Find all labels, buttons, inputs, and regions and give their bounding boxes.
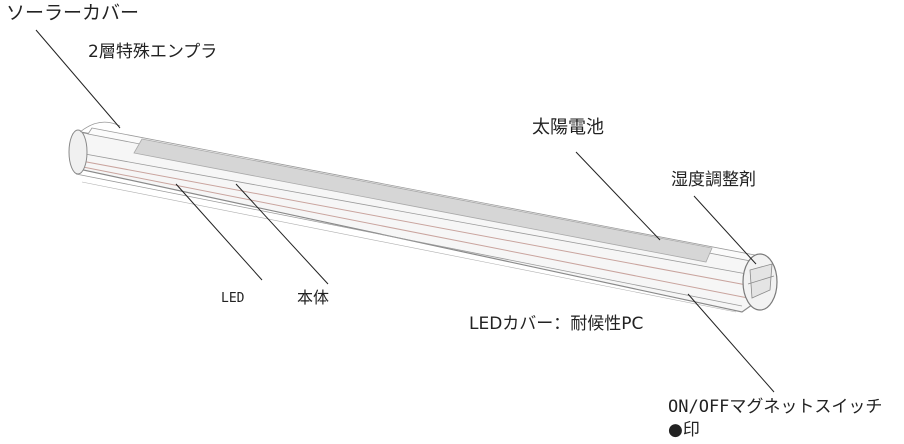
led-cover-label: LEDカバー：耐候性PC: [469, 314, 644, 334]
solar-cover-label: ソーラーカバー: [6, 2, 140, 24]
leader-led: [175, 183, 263, 281]
body-line-3: [81, 181, 737, 313]
humidity-agent-label: 湿度調整剤: [671, 170, 756, 190]
magnet-switch-label: ON/OFFマグネットスイッチ: [668, 397, 883, 417]
body-line-1: [73, 151, 759, 277]
main-body-label: 本体: [297, 288, 330, 307]
solar-panel: [133, 138, 713, 263]
right-end-divider: [747, 275, 775, 285]
led-label: LED: [221, 291, 245, 306]
solar-cell-label: 太陽電池: [532, 117, 604, 138]
seam-line-upper: [75, 159, 753, 287]
seam-line-lower: [77, 165, 749, 299]
leader-switch: [687, 293, 775, 393]
cover-material-label: 2層特殊エンプラ: [88, 42, 218, 62]
leader-solar-cover: [35, 29, 121, 129]
leader-humidity: [693, 195, 757, 265]
right-end-inner: [749, 263, 773, 299]
switch-mark-label: ●印: [668, 420, 700, 440]
leader-solar-cell: [575, 151, 661, 241]
leader-body: [235, 183, 329, 285]
left-end-cap: [68, 129, 88, 175]
